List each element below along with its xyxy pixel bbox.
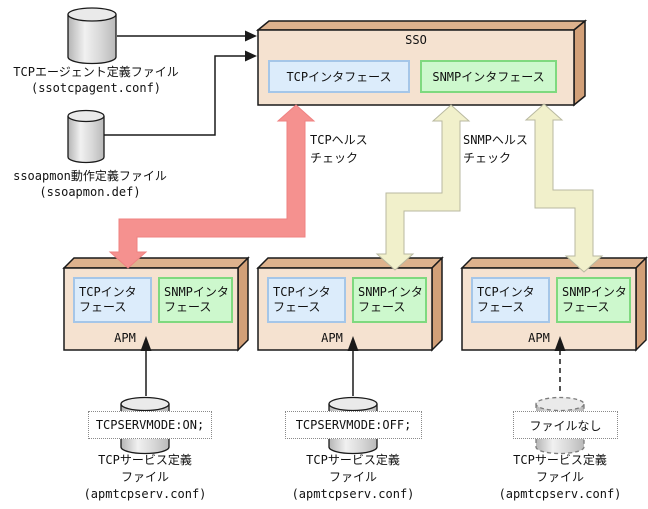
apm3-tcp-interface: TCPインタ フェース: [471, 277, 550, 323]
config-file-connectors: [104, 35, 247, 136]
snmp-health-check-arrow-left: [375, 104, 471, 271]
apm1-file-label: TCPサービス定義 ファイル (apmtcpserv.conf): [83, 453, 207, 501]
apm2-file-note: TCPSERVMODE:OFF;: [285, 411, 422, 439]
apm1-file-note: TCPSERVMODE:ON;: [88, 411, 212, 439]
tcp-health-check-arrow: [108, 104, 316, 269]
apm3-title: APM: [528, 331, 550, 345]
apm1-tcp-interface: TCPインタ フェース: [73, 277, 152, 323]
apm-file-connectors: [140, 336, 566, 396]
config-file-arrowheads: [245, 30, 257, 62]
tcp-health-check-label: TCPヘルス チェック: [310, 133, 368, 165]
apm3-file-label: TCPサービス定義 ファイル (apmtcpserv.conf): [498, 453, 622, 501]
tcp-agent-definition-file-icon: [67, 7, 117, 65]
apm2-file-label: TCPサービス定義 ファイル (apmtcpserv.conf): [291, 453, 415, 501]
apm3-snmp-interface: SNMPインタ フェース: [556, 277, 631, 323]
apm3-file-note: ファイルなし: [513, 411, 618, 439]
snmp-health-check-arrow-right: [524, 103, 604, 273]
apm1-snmp-interface: SNMPインタ フェース: [158, 277, 233, 323]
ssoapmon-definition-file-icon: [67, 109, 105, 164]
sso-tcp-interface: TCPインタフェース: [268, 60, 410, 93]
snmp-health-check-label: SNMPヘルス チェック: [463, 133, 528, 165]
sso-snmp-interface: SNMPインタフェース: [420, 60, 557, 93]
ssoapmon-definition-file-label: ssoapmon動作定義ファイル (ssoapmon.def): [13, 169, 167, 199]
apm1-title: APM: [114, 331, 136, 345]
apm2-snmp-interface: SNMPインタ フェース: [352, 277, 427, 323]
apm2-tcp-interface: TCPインタ フェース: [267, 277, 346, 323]
apm2-title: APM: [321, 331, 343, 345]
sso-title: SSO: [405, 33, 427, 47]
tcp-agent-definition-file-label: TCPエージェント定義ファイル (ssotcpagent.conf): [13, 65, 179, 95]
